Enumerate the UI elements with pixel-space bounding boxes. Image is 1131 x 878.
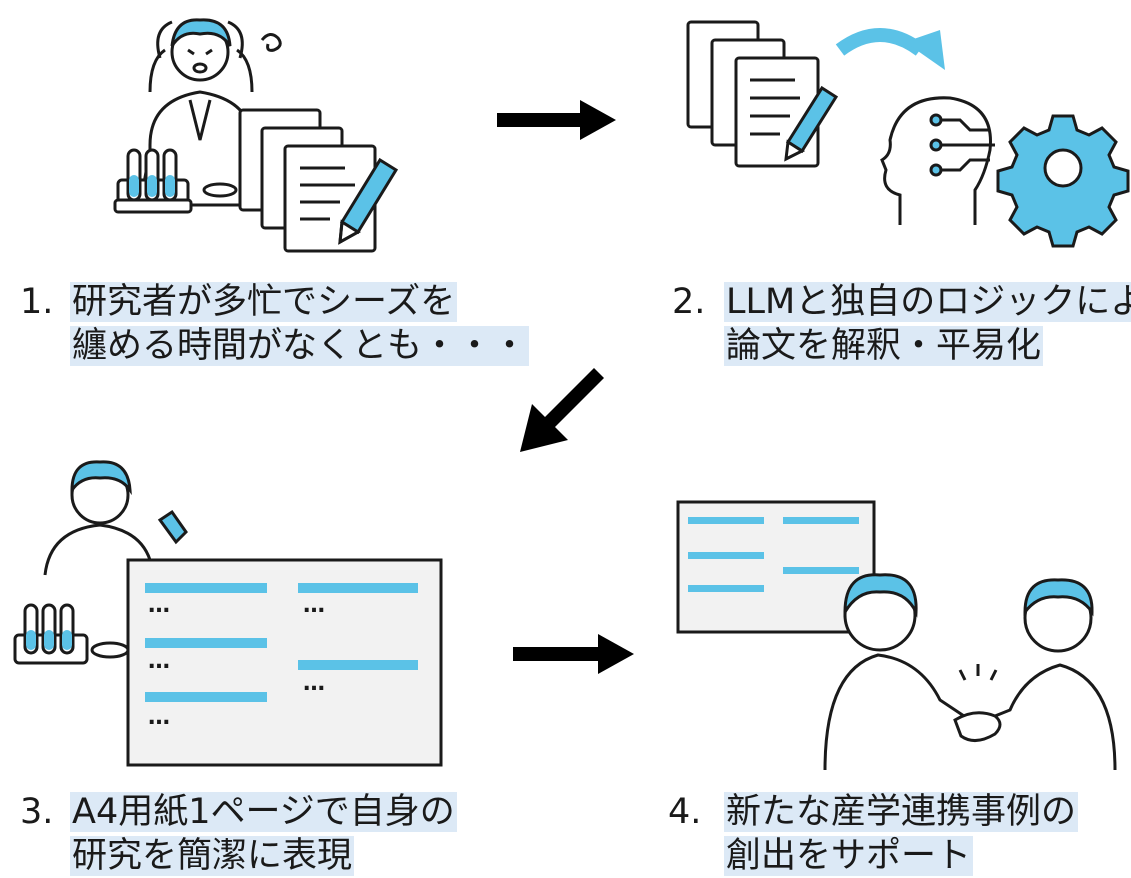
sheet-ellipsis: … — [303, 593, 325, 618]
caption-line: A4用紙1ページで自身の — [70, 792, 457, 832]
caption-line: LLMと独自のロジックにより — [724, 282, 1131, 322]
step-number: 4. — [668, 792, 702, 832]
caption-line: 論文を解釈・平易化 — [724, 326, 1044, 366]
caption-line: 創出をサポート — [724, 836, 974, 876]
sheet-ellipsis: … — [148, 593, 170, 618]
caption-line: 研究者が多忙でシーズを — [70, 282, 458, 322]
handshake-illustration — [676, 500, 1117, 771]
sheet-ellipsis: … — [148, 649, 170, 674]
step-number: 2. — [672, 282, 706, 322]
llm-processing-illustration — [686, 20, 1130, 248]
caption-line: 新たな産学連携事例の — [724, 792, 1079, 832]
sheet-ellipsis: … — [148, 705, 170, 730]
gear-icon — [996, 114, 1130, 248]
arrow-right-top — [497, 100, 616, 140]
summary-sheet-illustration — [13, 460, 443, 767]
caption-line: 研究を簡潔に表現 — [70, 836, 355, 876]
arrow-diagonal-down-left — [520, 368, 604, 452]
arrow-right-bottom — [513, 634, 634, 674]
step-number: 3. — [20, 792, 54, 832]
caption-line: 纏める時間がなくとも・・・ — [70, 326, 530, 366]
sheet-ellipsis: … — [303, 671, 325, 696]
busy-researcher-illustration — [113, 18, 399, 253]
step-number: 1. — [20, 282, 54, 322]
